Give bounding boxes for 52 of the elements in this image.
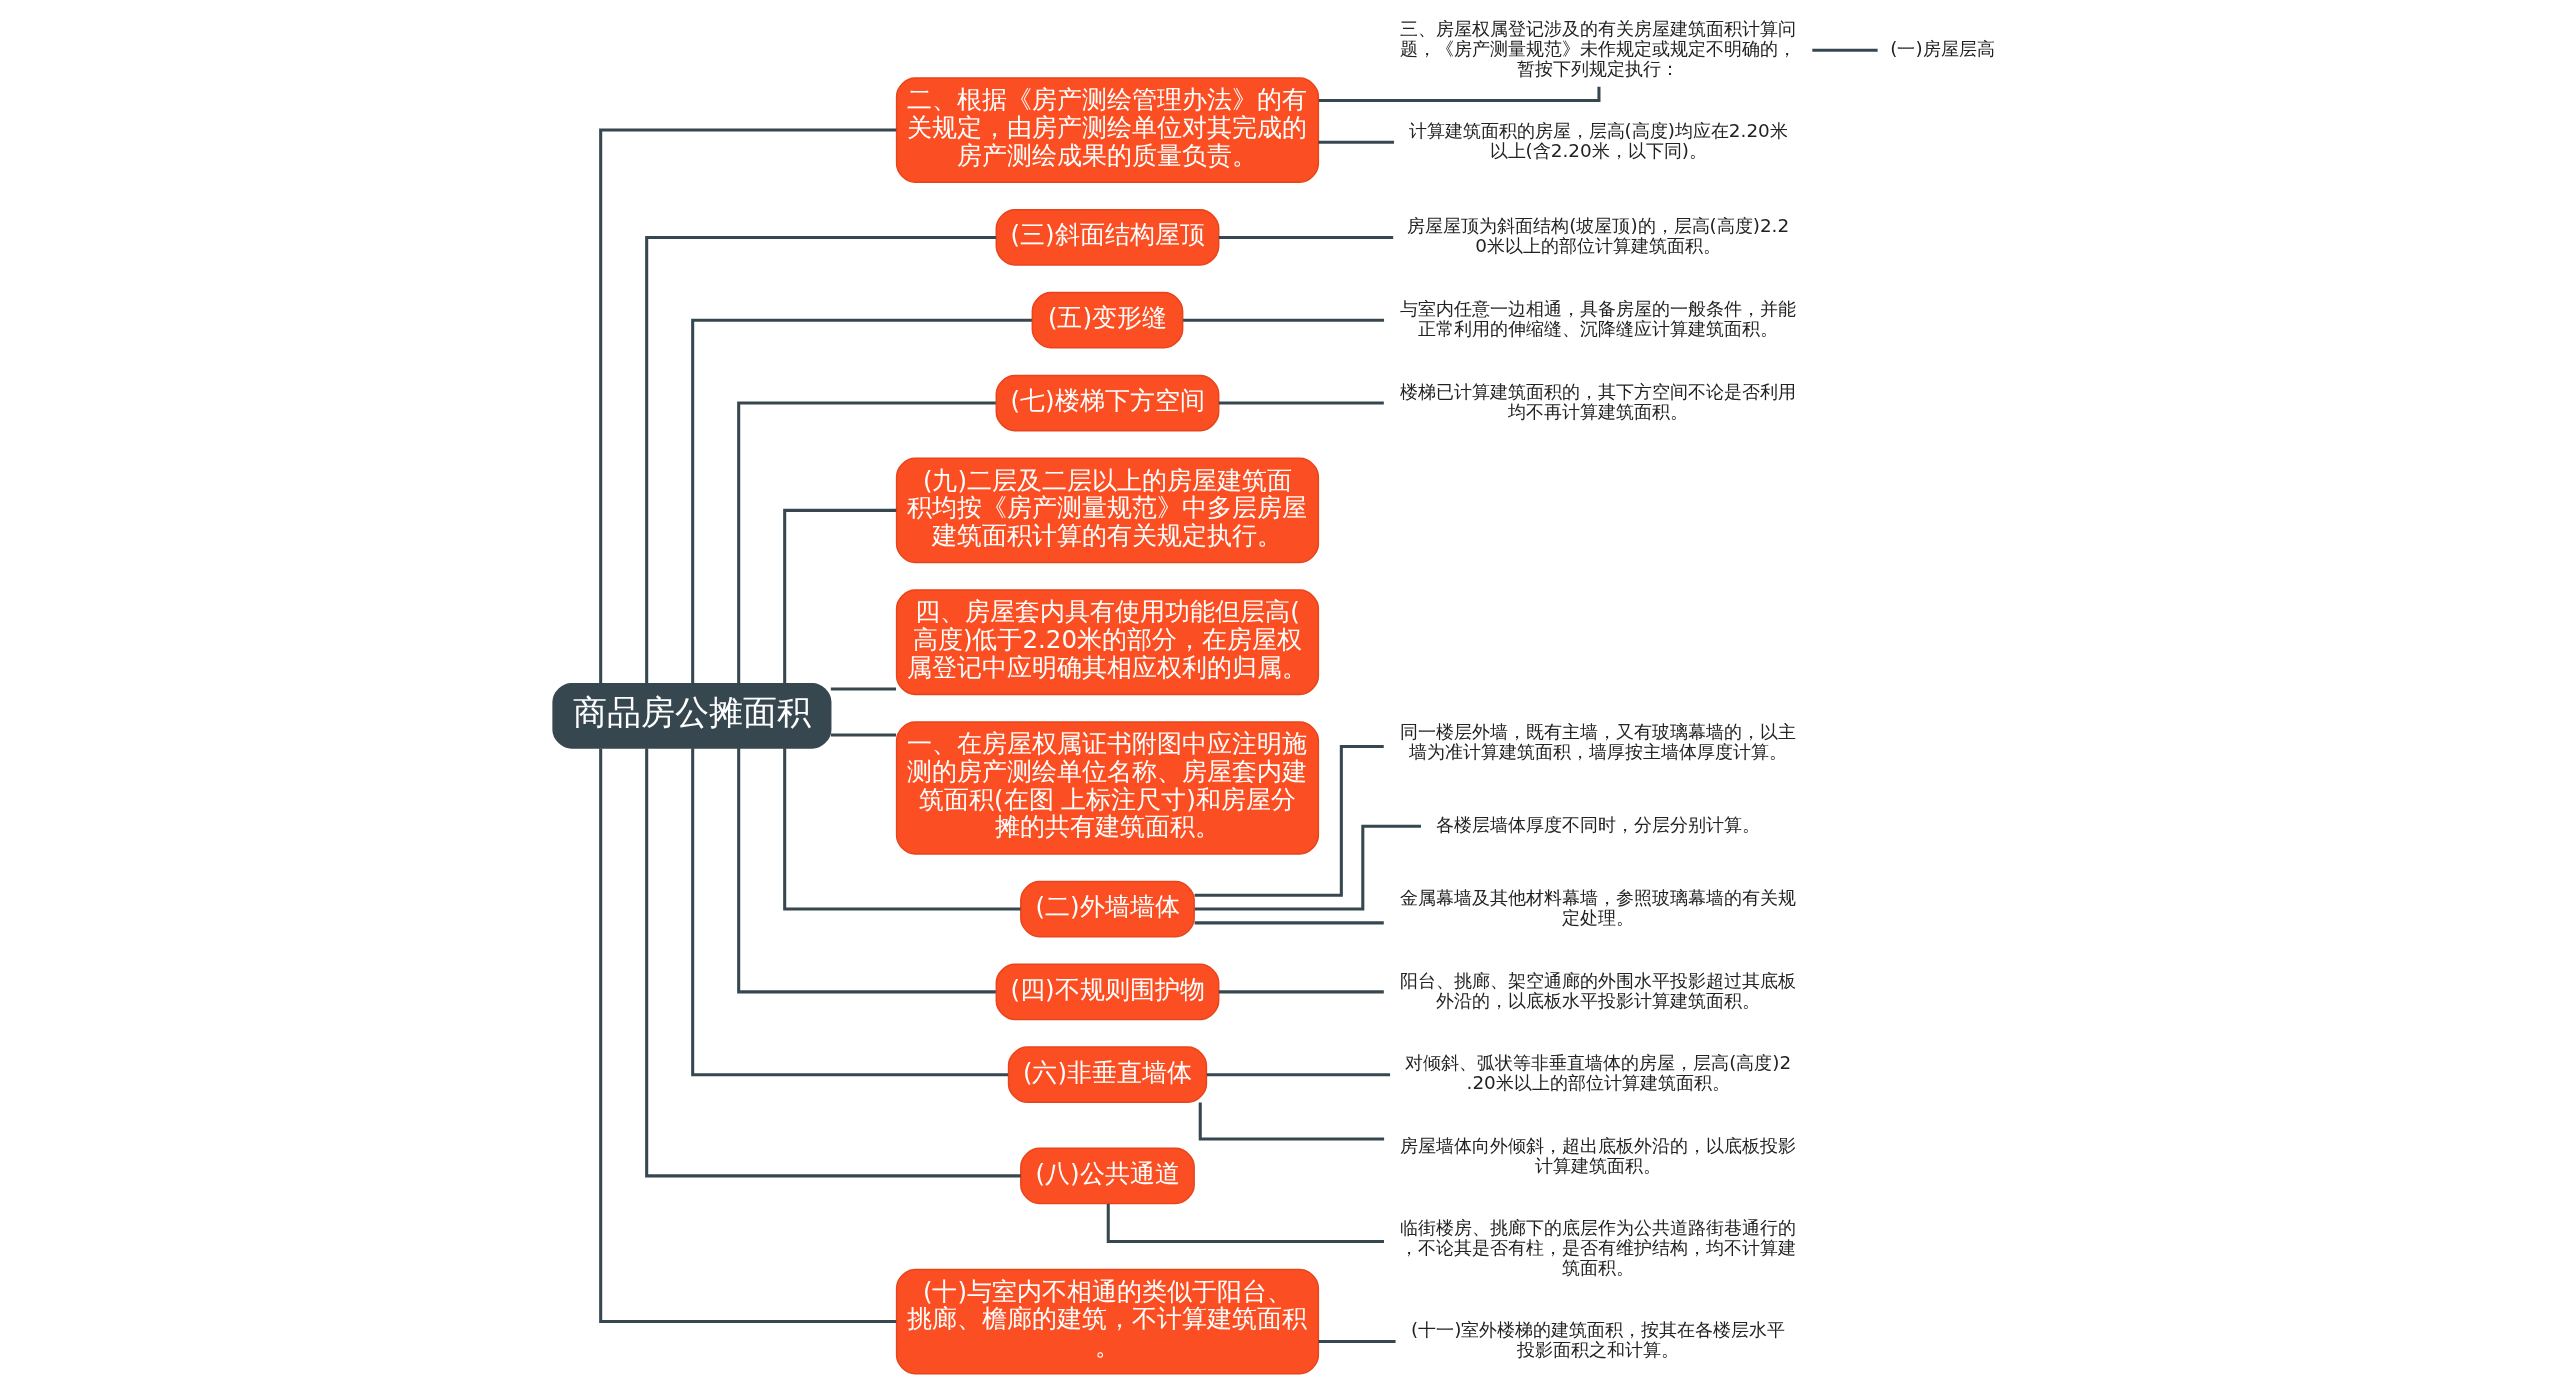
node-box: (四)不规则围护物: [995, 963, 1220, 1021]
node-box: (五)变形缝: [1031, 291, 1184, 349]
connector: [1198, 1102, 1385, 1141]
connector: [737, 748, 996, 994]
connector: [645, 748, 1021, 1178]
node-box: 商品房公摊面积: [552, 682, 832, 749]
connector: [691, 318, 1032, 684]
node-text: 房屋屋顶为斜面结构(坡屋顶)的，层高(高度)2.20米以上的部位计算建筑面积。: [1407, 215, 1790, 257]
node-box: 四、房屋套内具有使用功能但层高(高度)低于2.20米的部分，在房屋权属登记中应明确其相应权利的归属。: [895, 589, 1320, 696]
connector: [1183, 318, 1385, 322]
connector: [1206, 1073, 1391, 1077]
connector: [783, 748, 1021, 911]
node-text: 三、房屋权属登记涉及的有关房屋建筑面积计算问题，《房产测量规范》未作规定或规定不明确的，暂按下列规定执行：: [1400, 18, 1797, 80]
node-text: (十一)室外楼梯的建筑面积，按其在各楼层水平投影面积之和计算。: [1411, 1319, 1786, 1361]
connector: [1218, 990, 1384, 994]
connector: [1106, 1204, 1384, 1243]
node-box: (二)外墙墙体: [1020, 880, 1195, 938]
node-text: 楼梯已计算建筑面积的，其下方空间不论是否利用均不再计算建筑面积。: [1400, 380, 1797, 422]
connector: [1318, 1339, 1396, 1344]
connector: [1812, 48, 1878, 52]
connector: [783, 508, 897, 684]
node-box: (六)非垂直墙体: [1007, 1046, 1208, 1104]
node-text: 临街楼房、挑廊下的底层作为公共道路街巷通行的，不论其是否有柱，是否有维护结构，均不计算建筑面积。: [1400, 1217, 1797, 1279]
node-box: (三)斜面结构屋顶: [995, 209, 1220, 266]
connector: [599, 748, 897, 1324]
node-box: (九)二层及二层以上的房屋建筑面积均按《房产测量规范》中多层房屋建筑面积计算的有关规定执行。: [895, 457, 1320, 564]
node-box: 二、根据《房产测绘管理办法》的有关规定，由房产测绘单位对其完成的房产测绘成果的质量负责。: [895, 77, 1320, 183]
connector: [1318, 140, 1395, 144]
node-box: (八)公共通道: [1020, 1147, 1195, 1205]
connector: [1218, 235, 1394, 239]
node-box: (十)与室内不相通的类似于阳台、挑廊、檐廊的建筑，不计算建筑面积。: [895, 1268, 1320, 1375]
connector: [1218, 401, 1384, 405]
node-text: 各楼层墙体厚度不同时，分层分别计算。: [1436, 814, 1761, 836]
connector: [830, 687, 897, 691]
connector: [1194, 921, 1384, 925]
node-text: 金属幕墙及其他材料幕墙，参照玻璃幕墙的有关规定处理。: [1400, 886, 1797, 928]
node-text: 计算建筑面积的房屋，层高(高度)均应在2.20米以上(含2.20米，以下同)。: [1408, 120, 1788, 162]
connector: [737, 401, 996, 684]
node-text: (一)房屋层高: [1890, 38, 1995, 60]
connector: [830, 733, 897, 737]
node-text: 房屋墙体向外倾斜，超出底板外沿的，以底板投影计算建筑面积。: [1400, 1135, 1797, 1177]
connector: [1194, 745, 1384, 897]
node-text: 与室内任意一边相通，具备房屋的一般条件，并能正常利用的伸缩缝、沉降缝应计算建筑面积。: [1400, 298, 1797, 339]
node-text: 同一楼层外墙，既有主墙，又有玻璃幕墙的，以主墙为准计算建筑面积，墙厚按主墙体厚度计算。: [1400, 721, 1797, 763]
node-text: 对倾斜、弧状等非垂直墙体的房屋，层高(高度)2.20米以上的部位计算建筑面积。: [1405, 1052, 1792, 1094]
node-box: 一、在房屋权属证书附图中应注明施测的房产测绘单位名称、房屋套内建筑面积(在图 上标注尺寸)和房屋分摊的共有建筑面积。: [895, 721, 1320, 855]
node-text: 阳台、挑廊、架空通廊的外围水平投影超过其底板外沿的，以底板水平投影计算建筑面积。: [1400, 969, 1797, 1011]
connector: [1194, 824, 1421, 911]
connector: [599, 128, 897, 684]
connector: [645, 235, 996, 683]
node-box: (七)楼梯下方空间: [995, 374, 1220, 432]
connector: [691, 748, 1009, 1077]
